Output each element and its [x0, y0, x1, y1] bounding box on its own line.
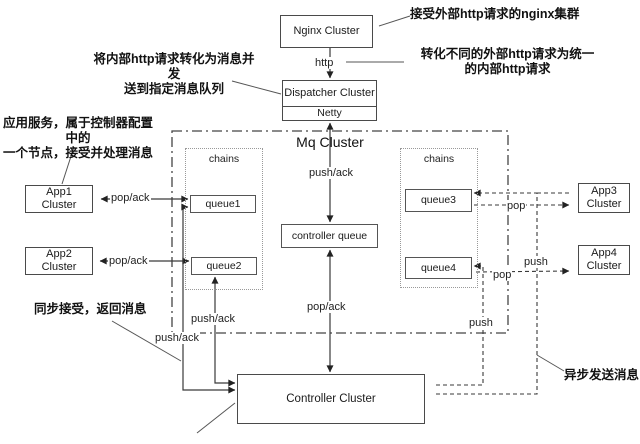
controller-queue-label: controller queue	[291, 229, 368, 242]
queue4-label: queue4	[420, 261, 457, 274]
app3-label-line2: Cluster	[586, 198, 622, 210]
app1-cluster-node: App1 Cluster	[25, 185, 98, 218]
mq-cluster-title: Mq Cluster	[296, 134, 364, 150]
annotation-http-to-message-line2: 送到指定消息队列	[123, 82, 224, 96]
mq-cluster-boundary	[171, 130, 509, 334]
app2-label-line1: App2	[46, 248, 72, 260]
queue2-label: queue2	[206, 259, 242, 272]
nginx-cluster-node: Nginx Cluster	[280, 15, 378, 53]
chains-right-group: chains	[400, 148, 478, 288]
pointer-async-note	[536, 354, 565, 372]
annotation-app-service: 应用服务，属于控制器配置中的 一个节点，接受并处理消息	[2, 116, 154, 161]
app3-label-line1: App3	[591, 185, 617, 197]
annotation-unify-http-line1: 转化不同的外部http请求为统一	[420, 47, 595, 61]
app1-label-line1: App1	[46, 186, 72, 198]
edge-label-http: http	[314, 57, 335, 69]
app4-label-line2: Cluster	[586, 260, 622, 272]
queue3-label: queue3	[420, 194, 457, 206]
controller-cluster-node: Controller Cluster	[237, 374, 430, 429]
app2-label-line2: Cluster	[41, 261, 77, 273]
annotation-sync-receive: 同步接受，返回消息	[34, 302, 147, 316]
edge-label-pop-ack-controller: pop/ack	[306, 301, 347, 313]
dispatcher-cluster-label: Dispatcher Cluster	[284, 87, 375, 99]
edge-label-push-queue4: push	[468, 317, 494, 329]
queue3-node: queue3	[405, 189, 472, 212]
annotation-nginx: 接受外部http请求的nginx集群	[410, 7, 580, 21]
netty-sublabel: Netty	[283, 106, 376, 120]
edge-queue2-controller	[211, 276, 236, 387]
nginx-cluster-label: Nginx Cluster	[293, 25, 360, 37]
edge-label-pop-queue3: pop	[506, 200, 527, 212]
controller-cluster-label: Controller Cluster	[286, 392, 376, 405]
annotation-unify-http-line2: 的内部http请求	[464, 62, 551, 76]
app2-cluster-node: App2 Cluster	[25, 247, 98, 280]
queue1-label: queue1	[205, 197, 241, 210]
controller-queue-node: controller queue	[281, 224, 378, 248]
annotation-http-to-message: 将内部http请求转化为消息并发 送到指定消息队列	[88, 52, 260, 97]
edge-label-pop-queue4: pop	[492, 269, 513, 281]
chains-left-group: chains	[185, 148, 263, 290]
queue1-node: queue1	[190, 195, 256, 213]
pointer-sync-note	[111, 320, 182, 362]
edge-queue4-app4	[475, 267, 570, 275]
app3-cluster-node: App3 Cluster	[573, 183, 630, 218]
pointer-app-service-note	[61, 146, 75, 185]
app4-cluster-node: App4 Cluster	[573, 245, 630, 280]
edge-controller-queue3	[436, 189, 538, 395]
queue2-node: queue2	[191, 257, 257, 275]
annotation-app-service-line1: 应用服务，属于控制器配置中的	[2, 116, 153, 145]
chains-right-label: chains	[423, 153, 455, 165]
edge-label-pop-ack-app2: pop/ack	[108, 255, 149, 267]
edge-label-push-ack-queue1: push/ack	[154, 332, 201, 344]
dispatcher-cluster-node: Dispatcher Cluster Netty	[282, 80, 382, 126]
annotation-unify-http: 转化不同的外部http请求为统一 的内部http请求	[405, 47, 610, 77]
annotation-http-to-message-line1: 将内部http请求转化为消息并发	[93, 52, 255, 81]
pointer-to-message-note	[231, 80, 282, 95]
edge-label-push-ack-dispatcher: push/ack	[308, 167, 355, 179]
pointer-controller-note	[196, 402, 236, 434]
queue4-node: queue4	[405, 257, 472, 279]
edge-label-push-app4: push	[523, 256, 549, 268]
annotation-app-service-line2: 一个节点，接受并处理消息	[2, 146, 153, 160]
app4-label-line1: App4	[591, 247, 617, 259]
edge-label-pop-ack-app1: pop/ack	[110, 192, 151, 204]
chains-left-label: chains	[208, 153, 240, 165]
annotation-async-send: 异步发送消息	[564, 368, 640, 382]
app1-label-line2: Cluster	[41, 199, 77, 211]
edge-label-push-ack-queue2: push/ack	[190, 313, 237, 325]
pointer-nginx-note	[378, 15, 411, 27]
